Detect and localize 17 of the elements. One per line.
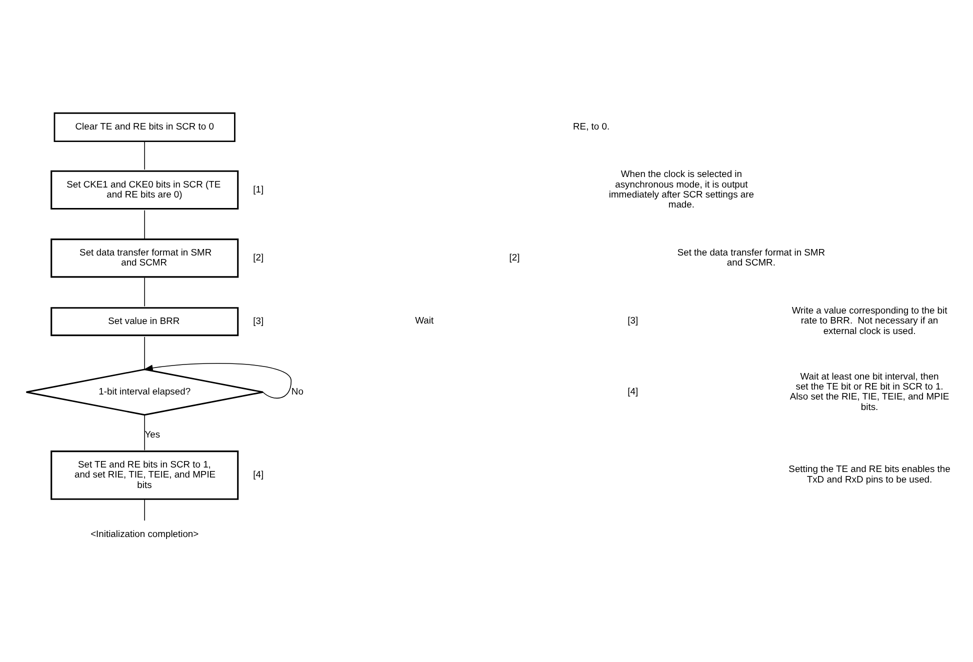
label: Setting the TE and RE bits enables the TxD and RxD pins to be used. [788, 463, 950, 484]
node-label: [4] [253, 468, 264, 480]
label: [4] [628, 386, 638, 397]
label: RE, to 0. [573, 120, 610, 132]
node-text: <Initialization completion> [90, 528, 199, 540]
edge-label: Yes [144, 428, 160, 440]
label: Wait at least one bit interval, then set the TE bit or RE bit in SCR to 1. Also set the RIE, TIE, TEIE, and MPIE bits. [790, 370, 950, 412]
node-label: [3] [253, 315, 264, 326]
label: [2] [509, 252, 520, 263]
node-label: [1] [253, 183, 264, 194]
edge-label: No [291, 386, 304, 397]
label: Wait [415, 314, 434, 326]
label: Set the data transfer format in SMR and SCMR. [677, 246, 826, 268]
label: When the clock is selected in asynchronous mode, it is output immediately after SCR settings are made. [608, 168, 754, 210]
label: [3] [628, 314, 638, 326]
node-label: [2] [253, 252, 264, 263]
label: Write a value corresponding to the bit rate to BRR. Not necessary if an external clock is used. [792, 304, 948, 336]
